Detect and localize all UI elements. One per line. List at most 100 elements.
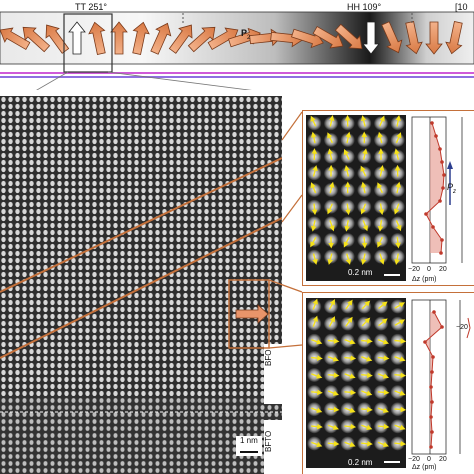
polar-vector [327,372,340,379]
polar-vector [395,236,401,249]
polar-vector [394,338,406,344]
stem-image [0,96,282,474]
polarization-arrow [68,21,86,55]
stem-scalebar-label: 1 nm [240,436,258,445]
polar-vector [343,236,350,248]
polar-vector [377,423,390,430]
inset-top-lattice [306,115,406,281]
polar-vector [362,148,368,160]
polar-vector [361,440,373,447]
inset-bottom-profile [411,299,471,455]
polar-vector [360,253,367,265]
pz-subscript: z [453,188,457,195]
polar-vector [361,338,373,344]
polarization-arrow [132,21,150,55]
polar-vector [344,165,350,177]
polar-vector [345,253,352,265]
polar-vector [360,165,367,177]
polar-vector [344,423,357,430]
profile-point [441,186,445,190]
polarization-arrow [110,21,128,55]
polar-vector [394,390,406,396]
polar-vector [344,355,357,361]
polar-vector [327,424,339,430]
polar-vector [394,302,406,309]
polar-vector [394,424,406,430]
profile-point [439,251,443,255]
polarization-arrow-row [0,21,463,55]
inset-top-axis-label: Δz (pm) [412,276,437,283]
polar-vector [361,390,373,396]
polar-vector [394,372,406,379]
polarization-arrow [88,21,106,55]
polar-vector [344,339,356,345]
polar-vector [360,203,367,215]
p2-subscript: 2 [247,34,251,41]
profile-point [438,199,442,203]
pz-letter: P [447,182,454,192]
profile-point [429,445,433,449]
profile-point [429,385,433,389]
polarization-arrow [168,24,193,54]
polar-vector [311,339,323,345]
polarization-arrow [0,27,31,51]
polar-vector [377,220,384,232]
polar-vector [395,220,402,232]
profile-point [430,430,434,434]
polar-vector [311,441,323,448]
polar-vector [311,203,318,216]
polarization-arrow [381,21,403,54]
polar-vector [312,253,318,265]
p2-letter: P [241,28,248,38]
polar-vector [377,355,390,361]
polar-vector [311,373,323,379]
polar-vector [327,132,333,144]
polarization-arrow [291,28,324,49]
profile-point [423,340,427,344]
pz-label: Pz [447,182,456,195]
inset-bottom-tick-0: −20 [408,456,420,463]
polar-vector [329,220,335,232]
inset-top-profile [411,116,463,264]
profile-point [438,147,442,151]
polar-vector [360,115,367,127]
polar-vector [361,356,373,362]
inset-bottom-tick-2: 20 [439,456,447,463]
polar-vector [361,317,371,327]
polar-vector [312,165,318,177]
polar-vector [378,301,388,310]
polar-vector [327,338,340,344]
polar-vectors [310,115,402,266]
polar-vector [378,165,385,177]
polar-vector [328,115,335,127]
p2-label: P2 [241,28,250,41]
polar-vector [377,441,389,448]
polar-vector [312,315,318,327]
polar-vector [345,203,351,216]
polarization-arrow [425,21,443,55]
polar-vector [377,389,390,396]
polar-vector [311,389,323,396]
polar-vector [344,441,356,448]
domain-wall-strip [0,11,474,90]
polar-vector [394,440,406,447]
profile-point [440,238,444,242]
hh-label: HH 109° [347,2,382,12]
polar-vector [327,203,333,215]
profile-point [430,121,434,125]
inset-top-tick-2: 20 [439,266,447,273]
polar-vector [360,181,367,194]
polar-vector [394,406,406,413]
polar-vectors [311,298,406,448]
polar-vector [345,299,353,310]
polar-vector [377,182,383,194]
polar-vector [395,181,402,194]
polarization-arrow [362,21,380,55]
polarization-arrow [22,26,51,53]
polarization-arrow [445,21,463,55]
polar-vector [344,407,356,413]
polar-vector [379,115,385,127]
polarization-arrow [207,27,239,51]
polar-vector [394,253,400,266]
